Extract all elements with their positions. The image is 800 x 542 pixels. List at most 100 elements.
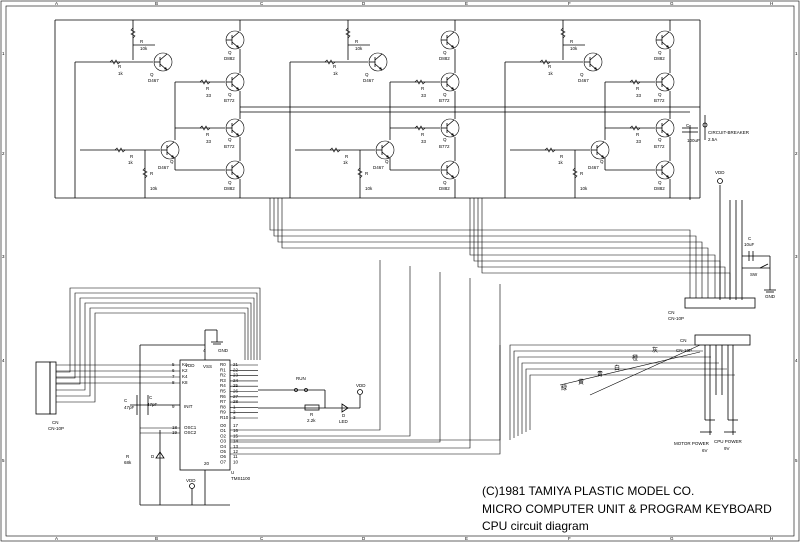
cn-lower-label: CN xyxy=(680,338,687,343)
npn-transistor-icon xyxy=(225,30,245,50)
cpu-r-pin: R7 xyxy=(220,399,226,404)
driver-label: 33 xyxy=(636,139,642,144)
cpu-o-pin-num: 11 xyxy=(233,454,238,459)
resistor-icon xyxy=(345,27,351,39)
resistor-icon xyxy=(199,79,211,85)
bus-wire xyxy=(517,356,711,436)
driver-label: 33 xyxy=(206,139,212,144)
wire-colour-blue: 青 xyxy=(597,370,603,378)
bus-wire xyxy=(56,297,255,385)
bus-wire xyxy=(529,374,735,430)
cpu-o-pin: O1 xyxy=(220,428,227,433)
r22k-r-label: R xyxy=(310,412,314,417)
driver-label: R xyxy=(345,154,349,159)
driver-label: R xyxy=(636,132,640,137)
cpu-power-voltage: 9V xyxy=(724,446,730,451)
title-block: (C)1981 TAMIYA PLASTIC MODEL CO. MICRO C… xyxy=(482,484,772,533)
frame-col-label: D xyxy=(362,1,366,6)
led-d-label: D xyxy=(342,413,346,418)
driver-block xyxy=(289,20,460,198)
cpu-o-pin-num: 13 xyxy=(233,444,239,449)
npn-transistor-icon xyxy=(655,30,675,50)
wire-colour-labels: 灰 橙 白 青 黄 緑 xyxy=(561,346,658,392)
cn-upper-type: CN-10P xyxy=(668,316,684,321)
bus-wire xyxy=(56,287,261,373)
npn-transistor-icon xyxy=(655,160,675,180)
bus-wire xyxy=(230,278,471,449)
bus-wire xyxy=(56,312,246,403)
frame-col-label: E xyxy=(465,536,468,541)
cpu-r-pin-num: 24 xyxy=(233,378,239,383)
driver-label: R xyxy=(130,154,134,159)
cpu-r-pin: R8 xyxy=(220,404,226,409)
driver-label: Q xyxy=(385,159,389,164)
cpu-o-pin: O0 xyxy=(220,423,227,428)
motor-driver-blocks xyxy=(54,19,701,199)
cpu-k-pin-num: 8 xyxy=(172,380,175,385)
bus-wire xyxy=(277,198,703,298)
title-diagram: CPU circuit diagram xyxy=(482,519,589,533)
frame-row-label: 1 xyxy=(2,51,5,56)
driver-label: R xyxy=(570,39,574,44)
npn-transistor-icon xyxy=(160,140,180,160)
bus-wire xyxy=(56,307,249,397)
led-vdd-label: VDD xyxy=(356,383,366,388)
driver-block xyxy=(504,20,675,198)
driver-label: 10k xyxy=(365,186,373,191)
bus-wire xyxy=(230,284,501,455)
cpu-o-pin: O2 xyxy=(220,433,227,438)
driver-label: Q xyxy=(600,159,604,164)
cpu-k-pin: K2 xyxy=(182,368,188,373)
cpu-o-pin-num: 17 xyxy=(233,423,239,428)
driver-label: 33 xyxy=(636,93,642,98)
driver-label: Q xyxy=(443,92,447,97)
driver-block xyxy=(74,20,245,198)
frame-col-label: A xyxy=(55,1,58,6)
driver-label: B772 xyxy=(224,144,235,149)
resistor-icon xyxy=(114,147,126,153)
npn-transistor-icon xyxy=(590,140,610,160)
resistor-icon xyxy=(560,27,566,39)
driver-label: 10k xyxy=(150,186,158,191)
resistor-2k2-icon xyxy=(304,404,320,411)
resistor-icon xyxy=(130,27,136,39)
npn-transistor-icon xyxy=(375,140,395,160)
init-pin-label: INIT xyxy=(184,404,193,409)
driver-label: 1k xyxy=(128,160,134,165)
driver-label: Q xyxy=(443,50,447,55)
cpu-vdd-label: VDD xyxy=(186,478,196,483)
cpu-osc-pin-num: 19 xyxy=(172,430,178,435)
vdd-pin-label: VDD xyxy=(185,363,195,368)
bus-wire xyxy=(469,198,716,298)
diode-icon xyxy=(155,451,165,459)
resistor-icon xyxy=(414,79,426,85)
driver-label: Q xyxy=(228,137,232,142)
cpu-k-pin-num: 7 xyxy=(172,374,175,379)
cpu-vdd-terminal-icon xyxy=(189,483,195,489)
driver-label: 10k xyxy=(580,186,588,191)
driver-label: Q xyxy=(658,50,662,55)
cpu-o-pin-num: 16 xyxy=(233,428,239,433)
driver-label: B772 xyxy=(439,144,450,149)
wire-colour-green: 緑 xyxy=(561,384,567,392)
bus-wire xyxy=(230,345,501,441)
resistor-icon xyxy=(572,167,578,179)
cpu-r-pin-num: 22 xyxy=(233,367,239,372)
pnp-transistor-icon xyxy=(225,118,245,138)
r68k-value: 68k xyxy=(124,460,132,465)
frame-col-label: F xyxy=(568,1,571,6)
cn-left-type: CN-10P xyxy=(48,426,64,431)
cpu-tms1100 xyxy=(130,329,363,506)
driver-label: R xyxy=(421,132,425,137)
bus-wire xyxy=(269,198,691,298)
frame-row-label: 1 xyxy=(795,51,798,56)
driver-label: 1k xyxy=(548,71,554,76)
bus-wire xyxy=(513,350,703,438)
cpu-k-pin: K1 xyxy=(182,362,188,367)
cpu-o-pin: O7 xyxy=(220,459,227,464)
pnp-transistor-icon xyxy=(225,72,245,92)
driver-label: 10k xyxy=(355,46,363,51)
driver-label: Q xyxy=(228,50,232,55)
frame-col-label: H xyxy=(770,536,773,541)
